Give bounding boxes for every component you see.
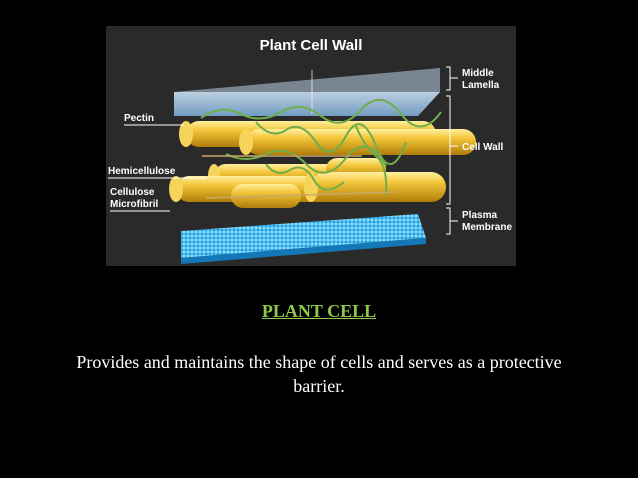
label-pectin: Pectin <box>124 113 154 124</box>
plant-cell-wall-figure: Plant Cell Wall <box>106 26 516 266</box>
label-hemicellulose: Hemicellulose <box>108 166 176 177</box>
hemicellulose-strands <box>202 155 397 199</box>
label-middle-lamella-line1: Middle <box>462 68 494 79</box>
label-middle-lamella-line2: Lamella <box>462 80 500 91</box>
label-plasma-membrane-line2: Membrane <box>462 222 512 233</box>
caption-title: PLANT CELL <box>261 301 377 321</box>
lower-microfibril-layer <box>169 172 446 208</box>
middle-lamella-slab <box>174 68 440 116</box>
pectin-strands <box>200 99 442 197</box>
label-plasma-membrane-line1: Plasma <box>462 210 497 221</box>
right-brackets <box>446 66 458 235</box>
label-cellulose-microfibril-line2: Microfibril <box>110 199 159 210</box>
plasma-membrane-layer <box>181 214 426 264</box>
caption-body: Provides and maintains the shape of cell… <box>76 352 562 396</box>
figure-title: Plant Cell Wall <box>260 37 363 54</box>
label-cell-wall: Cell Wall <box>462 142 504 153</box>
upper-microfibril-layer <box>179 121 476 155</box>
label-cellulose-microfibril-line1: Cellulose <box>110 187 155 198</box>
